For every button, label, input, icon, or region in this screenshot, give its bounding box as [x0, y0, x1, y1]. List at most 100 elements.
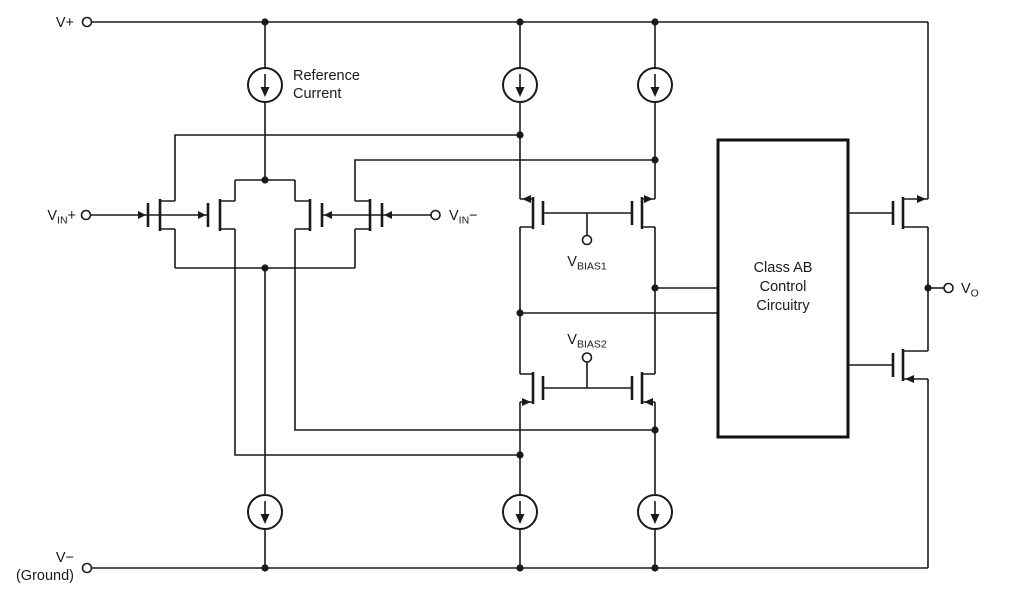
arrow-down-icon: [515, 514, 525, 524]
polarity-arrow-icon: [905, 375, 914, 383]
junction-dot: [516, 18, 524, 26]
reference-current-label-line2: Current: [293, 86, 341, 102]
reference-current-source: [247, 67, 283, 103]
vin-minus-terminal: [430, 209, 441, 221]
vbias1-terminal: [581, 234, 593, 246]
vout-terminal: [943, 282, 954, 294]
vin-plus-base: V: [47, 208, 57, 224]
vin-minus-label: VIN−: [449, 208, 478, 227]
junction-dot: [651, 564, 659, 572]
vminus-terminal: [81, 562, 93, 574]
cascode-transistor-bottom-right: [630, 372, 655, 406]
junction-dot: [651, 426, 659, 434]
arrow-down-icon: [260, 514, 270, 524]
vbias1-label: VBIAS1: [567, 254, 607, 273]
polarity-arrow-icon: [917, 195, 926, 203]
vbias2-label: VBIAS2: [567, 332, 607, 351]
sd-leads: [642, 373, 655, 403]
vbias2-base: V: [567, 332, 577, 348]
output-stage: VO: [848, 195, 979, 383]
vbias2-terminal: [581, 352, 593, 363]
vbias2-sub: BIAS2: [577, 339, 607, 351]
polarity-arrow-icon: [384, 211, 392, 219]
vminus-label: V−: [56, 550, 74, 566]
class-ab-label-line3: Circuitry: [756, 298, 810, 314]
vin-minus-base: V: [449, 208, 459, 224]
junction-dot: [261, 264, 269, 272]
current-sources: Reference Current: [247, 67, 673, 530]
sd-leads: [520, 373, 533, 403]
sd-leads: [520, 198, 533, 228]
supply-columns: [264, 22, 929, 568]
output-transistor-bottom: [891, 349, 928, 383]
junction-dot: [651, 284, 659, 292]
sd-leads: [903, 350, 928, 380]
class-ab-label-line2: Control: [760, 279, 807, 295]
input-transistor-right-outer: [355, 199, 392, 231]
polarity-arrow-icon: [198, 211, 206, 219]
vbias1-base: V: [567, 254, 577, 270]
input-transistor-right-inner: [295, 199, 332, 231]
reference-current-label-line1: Reference: [293, 68, 360, 84]
input-transistor-left-outer: [138, 199, 175, 231]
sd-leads: [220, 200, 235, 230]
drain-wire-to-left-cascode-bottom: [234, 229, 520, 456]
junction-dot: [651, 18, 659, 26]
junction-dots: [261, 18, 932, 572]
polarity-arrow-icon: [644, 398, 653, 406]
junction-dot: [261, 176, 269, 184]
vout-base: V: [961, 281, 971, 297]
arrow-down-icon: [515, 87, 525, 97]
class-ab-box-outline: [716, 138, 850, 439]
polarity-arrow-icon: [644, 195, 653, 203]
vin-plus-label: VIN+: [47, 208, 76, 227]
cascode-transistor-top-right: [630, 195, 655, 229]
power-rails: V+ V− (Ground): [16, 15, 928, 584]
vin-plus-sub: IN: [57, 215, 68, 227]
cascode-transistor-bottom-left: [520, 372, 545, 406]
junction-dot: [516, 451, 524, 459]
junction-dot: [516, 309, 524, 317]
current-source-bottom-mid: [502, 494, 538, 530]
vout-sub: O: [971, 288, 979, 300]
nmos-tail-bar: [174, 229, 356, 269]
vin-plus-terminal: [80, 209, 92, 221]
arrow-down-icon: [650, 87, 660, 97]
junction-dot: [261, 564, 269, 572]
drain-wire-to-left-cascode-top: [174, 134, 520, 201]
output-transistor-top: [891, 195, 928, 229]
current-source-bottom-left: [247, 494, 283, 530]
vplus-label: V+: [56, 15, 74, 31]
vbias2-gate-wire: [543, 362, 632, 389]
junction-dot: [516, 131, 524, 139]
input-transistor-left-inner: [198, 199, 235, 231]
vin-plus-sign: +: [68, 208, 76, 224]
sd-leads: [295, 200, 310, 230]
drain-wire-to-right-cascode-top: [354, 159, 655, 201]
vbias1-gate-wire: [543, 212, 632, 235]
class-ab-box: Class AB Control Circuitry: [716, 138, 850, 439]
arrow-down-icon: [650, 514, 660, 524]
vout-label: VO: [961, 281, 979, 300]
polarity-arrow-icon: [324, 211, 332, 219]
sd-leads: [903, 198, 928, 228]
junction-dot: [924, 284, 932, 292]
polarity-arrow-icon: [138, 211, 146, 219]
vin-minus-sub: IN: [459, 215, 470, 227]
sd-leads: [160, 200, 175, 230]
vbias1-sub: BIAS1: [577, 261, 607, 273]
vplus-terminal: [81, 16, 93, 28]
junction-dot: [261, 18, 269, 26]
current-source-bottom-right: [637, 494, 673, 530]
drain-wire-to-right-cascode-bottom: [294, 229, 655, 431]
sd-leads: [355, 200, 370, 230]
junction-dot: [516, 564, 524, 572]
bias-cascode-stage: VBIAS1 VBIAS2: [520, 195, 718, 406]
junction-dot: [651, 156, 659, 164]
cascode-transistor-top-left: [520, 195, 545, 229]
polarity-arrow-icon: [522, 398, 531, 406]
current-source-top-right: [637, 67, 673, 103]
class-ab-label-line1: Class AB: [754, 260, 813, 276]
